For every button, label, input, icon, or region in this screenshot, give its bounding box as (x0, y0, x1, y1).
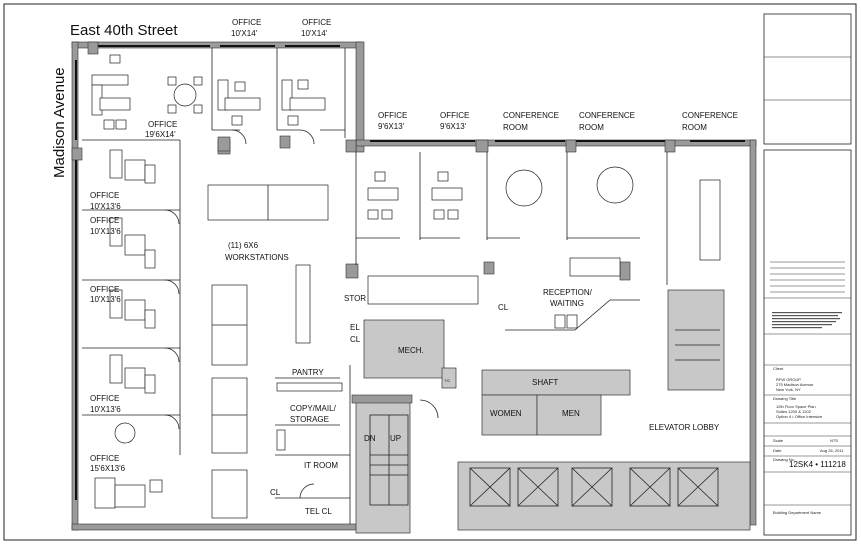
conference-1-label: CONFERENCE (503, 111, 559, 120)
cl-label-el: CL (350, 335, 361, 344)
reception-label: RECEPTION/ (543, 288, 593, 297)
stair-dn-label: DN (364, 434, 376, 443)
client-name: RFW GROUP (776, 377, 801, 382)
cl-label-it: CL (270, 488, 281, 497)
mech-label: MECH. (398, 346, 424, 355)
drawing-title-1: 12th Floor Space Plan (776, 404, 816, 409)
women-label: WOMEN (490, 409, 522, 418)
office-m1-label: OFFICE (378, 111, 407, 120)
scale-label: Scale (773, 438, 784, 443)
waiting-label: WAITING (550, 299, 584, 308)
office-l4-label: OFFICE (90, 394, 119, 403)
title-block-lines (764, 261, 851, 506)
elevator-cars (469, 467, 719, 507)
title-block-box (763, 149, 852, 536)
conference-3-label: CONFERENCE (682, 111, 738, 120)
workstations-label: WORKSTATIONS (225, 253, 289, 262)
workstations-count: (11) 6X6 (228, 241, 259, 250)
el-label: EL (350, 323, 360, 332)
tel-cl-label: TEL CL (305, 507, 332, 516)
office-m1-size: 9'6X13' (378, 122, 405, 131)
drawing-title-2: Suites 1200 & 1202 (776, 409, 812, 414)
client-address-2: New York, NY (776, 387, 801, 392)
office-l3-label: OFFICE (90, 285, 119, 294)
office-l1-label: OFFICE (90, 191, 119, 200)
client-label: Client (773, 366, 784, 371)
sheet-border (3, 3, 857, 541)
stor-label: STOR (344, 294, 366, 303)
conference-2-room: ROOM (579, 123, 604, 132)
drawing-title-label: Drawing Title (773, 396, 797, 401)
pantry-label: PANTRY (292, 368, 324, 377)
street-east-40th: East 40th Street (70, 22, 178, 39)
it-room-label: IT ROOM (304, 461, 338, 470)
office-l5-size: 15'6X13'6 (90, 464, 126, 473)
cl-label-reception: CL (498, 303, 509, 312)
title-block-notes (772, 312, 842, 329)
tc-label: T/C (444, 378, 451, 383)
men-label: MEN (562, 409, 580, 418)
office-m2-size: 9'6X13' (440, 122, 467, 131)
office-top2-size: 10'X14' (301, 29, 328, 38)
stair-up-label: UP (390, 434, 401, 443)
office-top1-size: 10'X14' (231, 29, 258, 38)
office-corner-size: 19'6X14' (145, 130, 176, 139)
date-label: Date (773, 448, 782, 453)
office-top2-label: OFFICE (302, 18, 331, 27)
conference-2-label: CONFERENCE (579, 111, 635, 120)
conference-1-room: ROOM (503, 123, 528, 132)
office-m2-label: OFFICE (440, 111, 469, 120)
street-madison: Madison Avenue (51, 67, 68, 178)
conference-3-room: ROOM (682, 123, 707, 132)
drawing-number: 12SK4 • 111218 (789, 460, 846, 469)
title-block-top-box (763, 13, 852, 145)
office-top1-label: OFFICE (232, 18, 261, 27)
elevator-lobby-label: ELEVATOR LOBBY (649, 423, 720, 432)
shaft-label: SHAFT (532, 378, 558, 387)
office-l3-size: 10'X13'6 (90, 295, 121, 304)
drawing-number-label: Drawing No. (773, 457, 795, 462)
storage-label: STORAGE (290, 415, 329, 424)
office-corner-label: OFFICE (148, 120, 177, 129)
office-l2-size: 10'X13'6 (90, 227, 121, 236)
scale-value: NTS (830, 438, 838, 443)
date-value: Aug 26, 2011 (820, 448, 844, 453)
drawing-title-3: Option 4 • Office Intensive (776, 414, 823, 419)
office-l2-label: OFFICE (90, 216, 119, 225)
copy-mail-label: COPY/MAIL/ (290, 404, 337, 413)
building-dept-label: Building Department Name (773, 510, 822, 515)
client-address-1: 275 Madison Avenue (776, 382, 814, 387)
office-l1-size: 10'X13'6 (90, 202, 121, 211)
office-l5-label: OFFICE (90, 454, 119, 463)
office-l4-size: 10'X13'6 (90, 405, 121, 414)
